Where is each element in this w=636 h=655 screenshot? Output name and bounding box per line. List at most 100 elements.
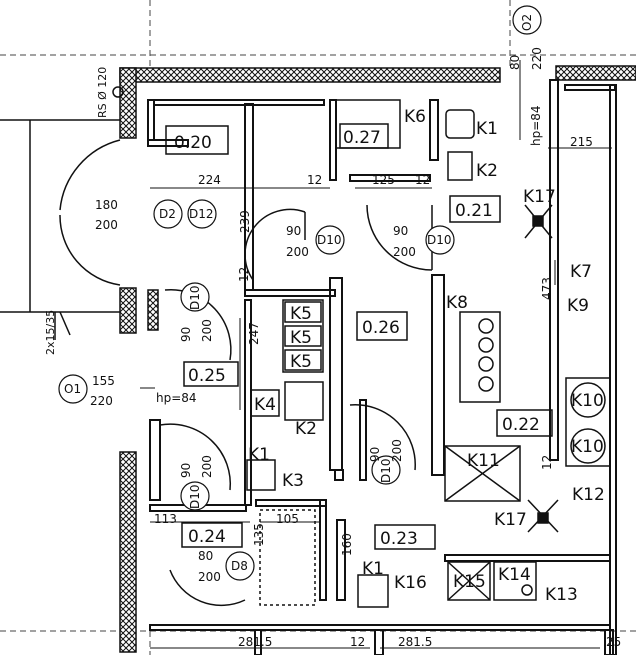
label-k15: K15	[453, 572, 486, 592]
label-k1-mid: K1	[248, 445, 270, 465]
label-k5-b: K5	[290, 328, 312, 348]
sink-k2-mid	[284, 381, 324, 421]
dim-281-a: 281.5	[238, 635, 272, 649]
room-021: 0.21	[455, 201, 493, 221]
dimension-labels: 180 200 224 12 125 12 239 90 200 90 200 …	[44, 47, 621, 649]
dim-113: 113	[154, 512, 177, 526]
fixtures	[112, 86, 611, 608]
shelves-k5	[282, 299, 324, 373]
room-024: 0.24	[188, 527, 226, 547]
dim-160: 160	[340, 533, 354, 556]
rs-pipe-label: RS Ø 120	[96, 67, 109, 118]
door-d10-a: D10	[317, 233, 342, 247]
hp-84-top: hp=84	[529, 105, 543, 146]
dim-200-c: 200	[200, 319, 214, 342]
label-k2-mid: K2	[295, 419, 317, 439]
exterior-walls	[119, 65, 636, 653]
dim-247: 247	[247, 322, 261, 345]
rs-pipe	[112, 86, 124, 98]
dim-239: 239	[238, 210, 252, 233]
room-026: 0.26	[362, 318, 400, 338]
dim-155: 155	[92, 374, 115, 388]
label-k9: K9	[567, 296, 589, 316]
room-025: 0.25	[188, 366, 226, 386]
label-k17-top: K17	[523, 187, 556, 207]
label-k11: K11	[467, 451, 500, 471]
dim-12-a: 12	[307, 173, 322, 187]
label-k10-a: K10	[571, 391, 604, 411]
dim-224: 224	[198, 173, 221, 187]
opening-o2: O2	[520, 14, 534, 31]
label-k2-top: K2	[476, 161, 498, 181]
room-023: 0.23	[380, 529, 418, 549]
label-k10-b: K10	[571, 437, 604, 457]
dim-90-c: 90	[179, 327, 193, 342]
k17-bot	[537, 512, 549, 524]
room-027: 0.27	[343, 128, 381, 148]
door-d10-e: D10	[379, 458, 393, 483]
opening-o1: O1	[64, 382, 81, 396]
label-k16: K16	[394, 573, 427, 593]
label-k4: K4	[254, 395, 276, 415]
unit-k10	[565, 377, 611, 467]
dim-90-d: 90	[179, 463, 193, 478]
dim-12-c: 12	[237, 267, 251, 282]
dim-125: 125	[372, 173, 395, 187]
dim-90-a: 90	[286, 224, 301, 238]
dim-220: 220	[90, 394, 113, 408]
label-k12: K12	[572, 485, 605, 505]
dim-281-b: 281.5	[398, 635, 432, 649]
dim-80-vert: 80	[508, 55, 522, 70]
label-k17-bot: K17	[494, 510, 527, 530]
unit-k14	[493, 561, 537, 601]
dim-90-b: 90	[393, 224, 408, 238]
door-labels: D2 D12 D10 D10 D10 D10 D10 D8 O1 O2	[64, 14, 534, 573]
balcony-lines	[0, 119, 120, 340]
dim-12-d: 12	[540, 455, 554, 470]
room-labels: 0.20 0.27 0.21 0.26 0.25 0.22 0.24 0.23	[165, 123, 553, 550]
dim-80: 80	[198, 549, 213, 563]
door-d10-b: D10	[427, 233, 452, 247]
label-k8: K8	[446, 293, 468, 313]
sink-k1-mid	[246, 459, 276, 491]
door-d8: D8	[231, 559, 248, 573]
dim-200-a: 200	[286, 245, 309, 259]
label-k1-top: K1	[476, 119, 498, 139]
label-k7: K7	[570, 262, 592, 282]
unit-k15	[447, 561, 491, 601]
equipment-labels: K1 K2 K6 K17 K7 K9 K8 K5 K5 K5 K4 K2 K1 …	[248, 107, 605, 605]
label-k3: K3	[282, 471, 304, 491]
dim-473: 473	[540, 277, 554, 300]
dim-200-b: 200	[393, 245, 416, 259]
door-swings	[59, 139, 433, 607]
dim-215: 215	[570, 135, 593, 149]
room-022: 0.22	[502, 415, 540, 435]
dim-105: 105	[276, 512, 299, 526]
dim-220-vert: 220	[530, 47, 544, 70]
unit-k8	[459, 311, 501, 403]
hp-84-left: hp=84	[156, 391, 197, 405]
sink-k1-bot	[357, 574, 389, 608]
dim-200-left: 200	[95, 218, 118, 232]
dim-180: 180	[95, 198, 118, 212]
dim-200-d: 200	[200, 455, 214, 478]
dim-200-e: 200	[390, 439, 404, 462]
dim-2x15-35: 2x15/35	[44, 310, 57, 355]
dim-12-e: 12	[350, 635, 365, 649]
sink-k1-top	[445, 109, 475, 139]
dim-135: 135	[252, 523, 266, 546]
dimension-lines	[140, 60, 612, 649]
toilet-area	[259, 509, 316, 606]
door-d12: D12	[189, 207, 214, 221]
room-020: 0.20	[174, 133, 212, 153]
label-k6: K6	[404, 107, 426, 127]
sink-k2-top	[447, 151, 473, 181]
label-k14: K14	[498, 565, 531, 585]
interior-walls	[147, 79, 617, 655]
dim-12-b: 12	[415, 173, 430, 187]
door-d10-c: D10	[188, 285, 202, 310]
door-markers	[58, 5, 542, 581]
label-k13: K13	[545, 585, 578, 605]
dim-25: 25	[606, 635, 621, 649]
door-d2: D2	[159, 207, 176, 221]
